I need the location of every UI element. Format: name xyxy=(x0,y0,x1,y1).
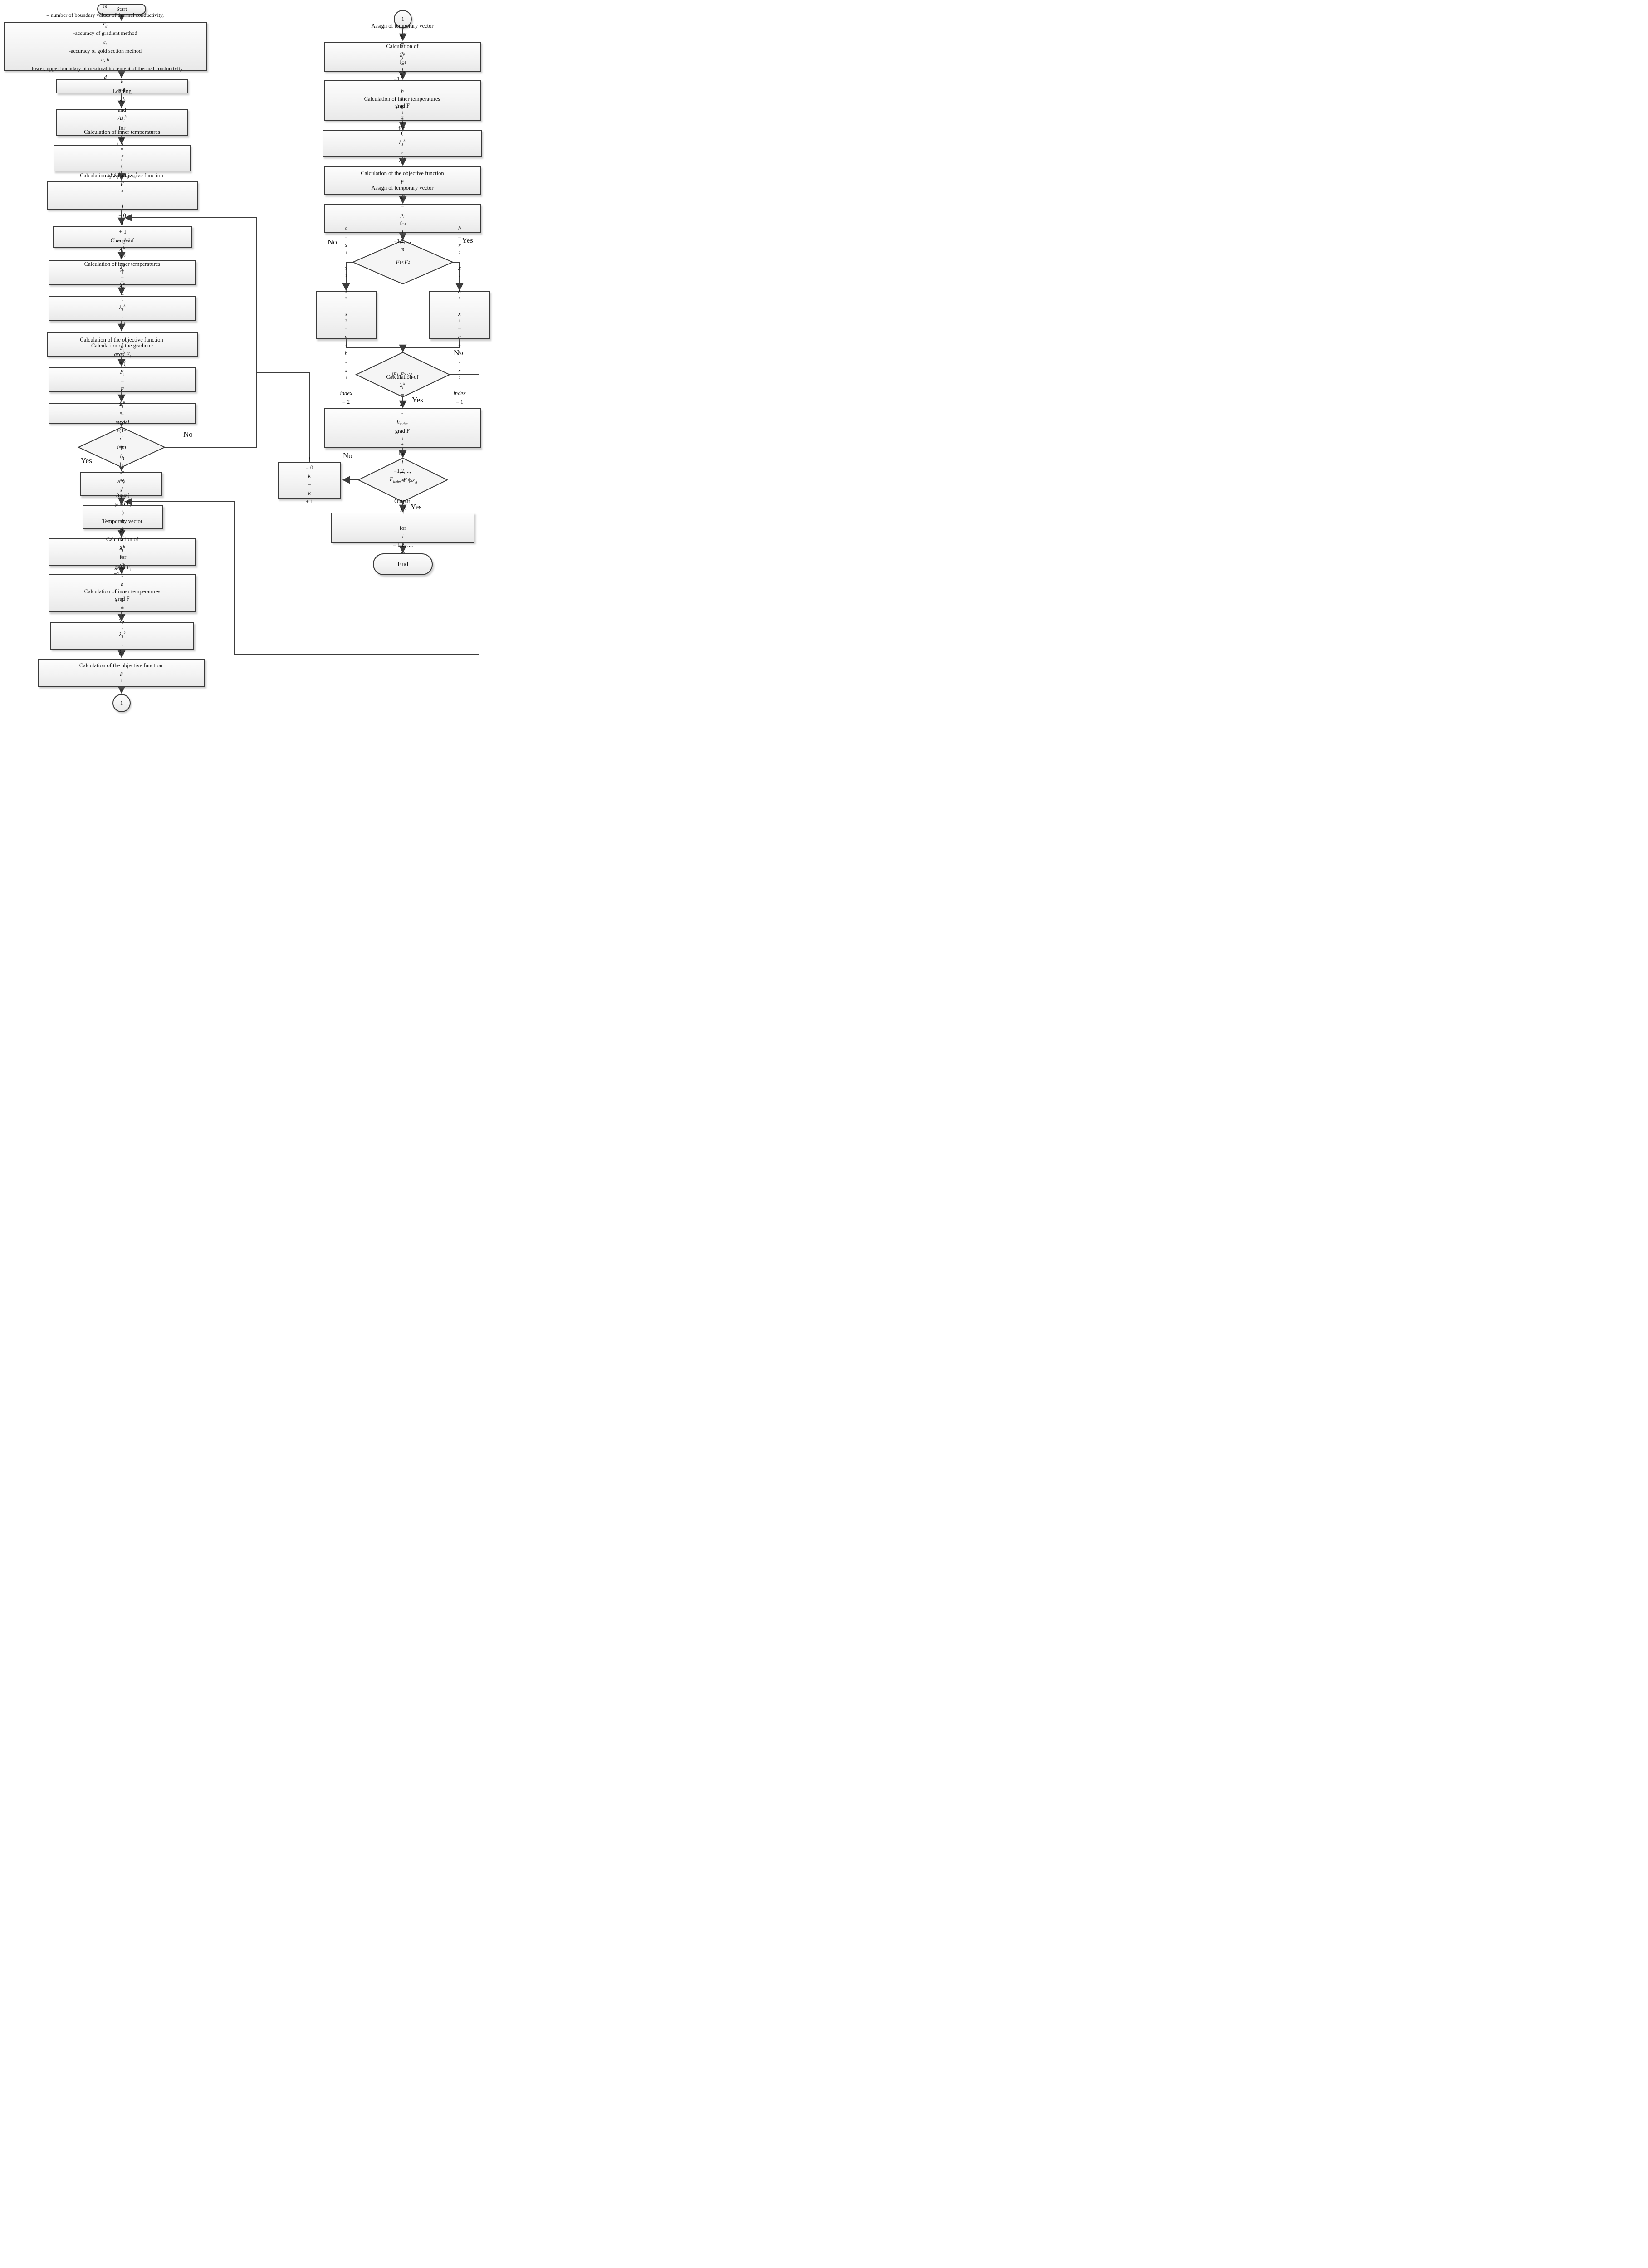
no-label: No xyxy=(454,348,463,357)
yes-label: Yes xyxy=(412,396,423,404)
inner-temperatures-box-right: Calculation of inner temperaturesT= f(λ1… xyxy=(323,96,482,191)
inner-temperatures-box-2: Calculation of inner temperaturesT= f(λ1… xyxy=(49,261,196,356)
parameters-box: m – number of boundary values of thermal… xyxy=(4,3,207,89)
start-terminator: Start xyxy=(97,4,146,15)
objective-fi-box: Calculation of the objective function Fi xyxy=(47,332,198,357)
flowchart-canvas: Start m – number of boundary values of t… xyxy=(0,0,490,714)
lambda-hindex-box: Calculation ofλik = λik - hindex grad Fi… xyxy=(324,374,481,483)
flow-arrows xyxy=(77,13,479,694)
connector-1-right: 1 xyxy=(394,10,412,28)
yes-label: Yes xyxy=(411,503,422,511)
lambda-h2-box: Calculation ofλik = λik - h2 grad Fi*for… xyxy=(324,43,481,157)
end-terminator: End xyxy=(373,553,433,575)
gradient-box: Calculation of the gradient:grad Fi = (F… xyxy=(49,342,196,417)
inner-temperatures-box-1: Calculation of inner temperaturesT= f(λ1… xyxy=(54,129,191,187)
no-label: No xyxy=(328,238,337,246)
yes-label: Yes xyxy=(81,456,92,465)
i-equals-m-decision: i = m xyxy=(117,444,126,450)
inner-temperatures-box-3: Calculation of inner temperaturesT= f(λ1… xyxy=(50,588,194,683)
no-label: No xyxy=(343,451,352,460)
loading-box: Loading λik and Δλik for i =1,2,...,m xyxy=(56,88,188,156)
connector-1-left: 1 xyxy=(112,694,131,712)
yes-label: Yes xyxy=(462,236,473,244)
model-restore-box: λik = model xyxy=(49,401,196,425)
no-label: No xyxy=(183,430,193,439)
k-init-box: k = 1 xyxy=(56,78,188,93)
